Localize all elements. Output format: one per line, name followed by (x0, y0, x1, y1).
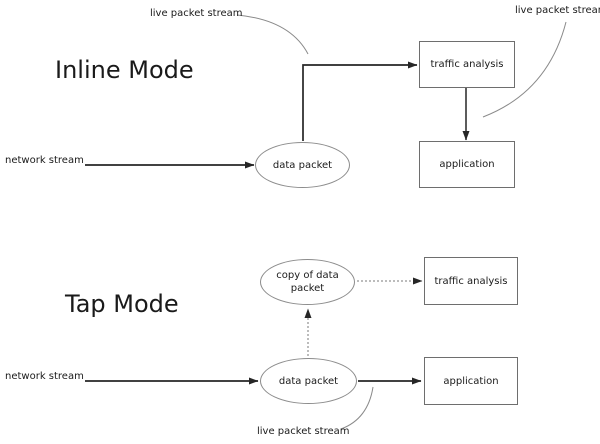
node-traffic-analysis-tap: traffic analysis (424, 257, 518, 305)
node-data-packet-inline: data packet (255, 142, 350, 188)
node-application-tap: application (424, 357, 518, 405)
callout-label-live-packet-stream-top-right: live packet stream (515, 5, 600, 16)
tap-mode-title: Tap Mode (65, 290, 179, 318)
inline-mode-title: Inline Mode (55, 56, 194, 84)
edge-datapacket-to-trafficanalysis-inline (302, 61, 418, 141)
node-traffic-analysis-inline: traffic analysis (419, 41, 515, 88)
node-application-inline: application (419, 141, 515, 188)
node-data-packet-tap: data packet (260, 358, 357, 404)
callout-label-live-packet-stream-top-left: live packet stream (150, 8, 243, 19)
callout-line-top-left (236, 14, 309, 55)
network-stream-label-inline: network stream (5, 155, 84, 166)
callout-label-live-packet-stream-bottom: live packet stream (257, 426, 350, 437)
node-copy-of-data-packet-tap: copy of data packet (260, 259, 355, 305)
network-stream-label-tap: network stream (5, 371, 84, 382)
